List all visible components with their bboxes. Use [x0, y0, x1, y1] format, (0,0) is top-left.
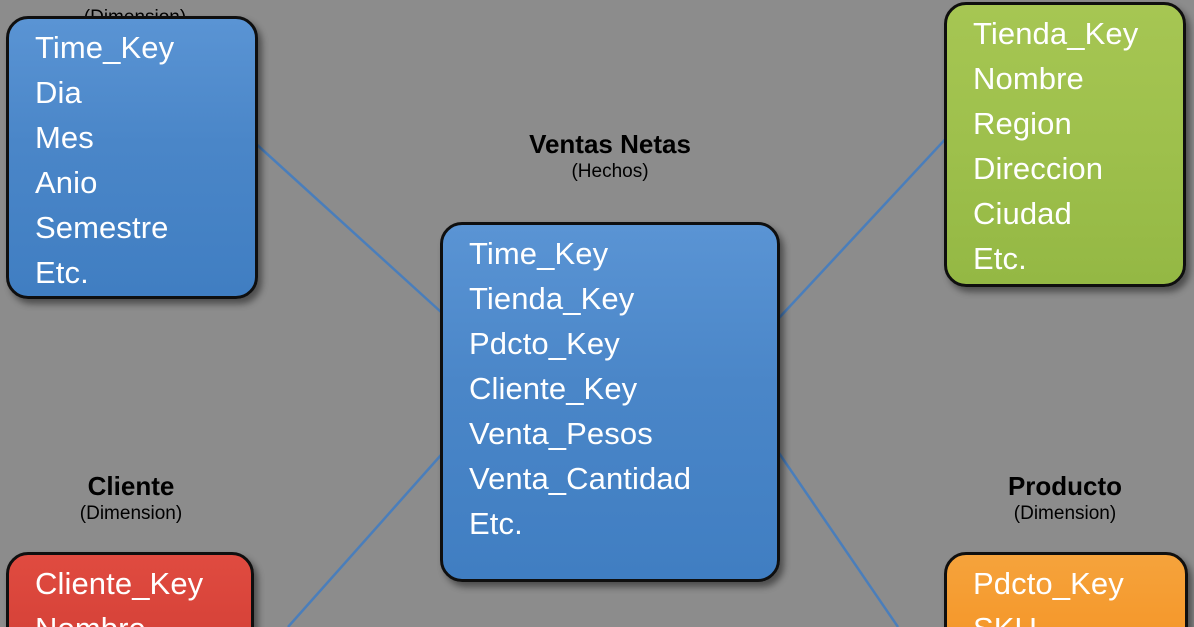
field-ventas-4: Venta_Pesos — [469, 416, 653, 451]
entity-box-cliente[interactable]: Cliente_Key Nombre — [6, 552, 254, 627]
entity-box-tienda[interactable]: Tienda_Key Nombre Region Direccion Ciuda… — [944, 2, 1186, 287]
field-ventas-3: Cliente_Key — [469, 371, 638, 406]
field-tienda-1: Nombre — [973, 61, 1084, 96]
entity-title-cliente: Cliente (Dimension) — [6, 470, 256, 526]
entity-title-time-name: Time — [10, 0, 260, 6]
entity-title-producto-name: Producto — [1007, 471, 1123, 501]
field-ventas-0: Time_Key — [469, 236, 609, 271]
field-tienda-3: Direccion — [973, 151, 1104, 186]
entity-title-ventas: Ventas Netas (Hechos) — [450, 128, 770, 184]
entity-box-producto[interactable]: Pdcto_Key SKU — [944, 552, 1188, 627]
field-time-0: Time_Key — [35, 30, 175, 65]
field-time-3: Anio — [35, 165, 98, 200]
entity-box-ventas[interactable]: Time_Key Tienda_Key Pdcto_Key Cliente_Ke… — [440, 222, 780, 582]
entity-title-producto-sub: (Dimension) — [1013, 503, 1117, 524]
field-time-4: Semestre — [35, 210, 169, 245]
field-tienda-0: Tienda_Key — [973, 16, 1139, 51]
field-ventas-6: Etc. — [469, 506, 523, 541]
entity-box-time[interactable]: Time_Key Dia Mes Anio Semestre Etc. — [6, 16, 258, 299]
entity-title-ventas-name: Ventas Netas — [529, 129, 691, 159]
entity-title-cliente-sub: (Dimension) — [79, 503, 183, 524]
field-ventas-5: Venta_Cantidad — [469, 461, 692, 496]
entity-title-ventas-sub: (Hechos) — [571, 161, 649, 182]
field-time-5: Etc. — [35, 255, 89, 290]
field-tienda-4: Ciudad — [973, 196, 1072, 231]
field-tienda-2: Region — [973, 106, 1072, 141]
field-time-1: Dia — [35, 75, 82, 110]
field-ventas-2: Pdcto_Key — [469, 326, 620, 361]
field-time-2: Mes — [35, 120, 94, 155]
entity-title-producto: Producto (Dimension) — [940, 470, 1190, 526]
field-producto-0: Pdcto_Key — [973, 566, 1124, 601]
field-cliente-1: Nombre — [35, 606, 251, 627]
field-tienda-5: Etc. — [973, 241, 1027, 276]
field-ventas-1: Tienda_Key — [469, 281, 635, 316]
field-cliente-0: Cliente_Key — [35, 566, 204, 601]
entity-title-cliente-name: Cliente — [87, 471, 175, 501]
field-producto-1: SKU — [973, 606, 1185, 627]
